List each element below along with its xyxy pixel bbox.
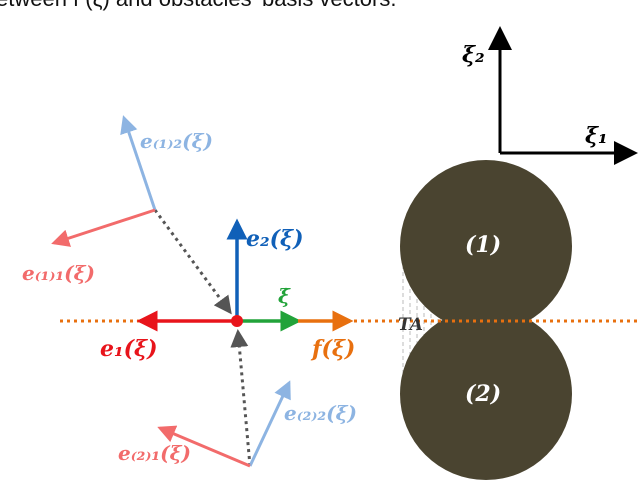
xi2-label: ξ₂ <box>462 42 485 68</box>
world-axes: ξ₂ ξ₁ <box>462 26 638 165</box>
e12-label: e₍₁₎₂(ξ) <box>140 129 213 153</box>
e11-vector <box>51 208 156 247</box>
e2-label: e₂(ξ) <box>246 226 303 252</box>
obstacle-2-label: (2) <box>465 381 501 407</box>
obstacle-1 <box>400 160 572 332</box>
e21-label: e₍₂₎₁(ξ) <box>118 441 191 465</box>
e22-vector <box>248 380 291 467</box>
ta-label: TA <box>398 315 423 335</box>
obstacle-1-label: (1) <box>465 232 501 258</box>
xidot-label: ξ̇ <box>278 284 291 308</box>
f-label: f(ξ) <box>310 336 355 362</box>
obstacle-2 <box>400 308 572 480</box>
e22-label: e₍₂₎₂(ξ) <box>284 401 357 425</box>
robot-point <box>231 315 243 327</box>
dashed-arrow-1 <box>153 209 232 315</box>
caption-fragment: etween f (ξ) and obstacles' basis vector… <box>0 0 396 12</box>
xi1-label: ξ₁ <box>585 123 608 149</box>
e1-label: e₁(ξ) <box>100 336 157 362</box>
e11-label: e₍₁₎₁(ξ) <box>22 261 95 285</box>
dashed-arrow-2 <box>230 329 252 467</box>
e12-vector <box>120 115 157 211</box>
e21-vector <box>157 425 251 468</box>
